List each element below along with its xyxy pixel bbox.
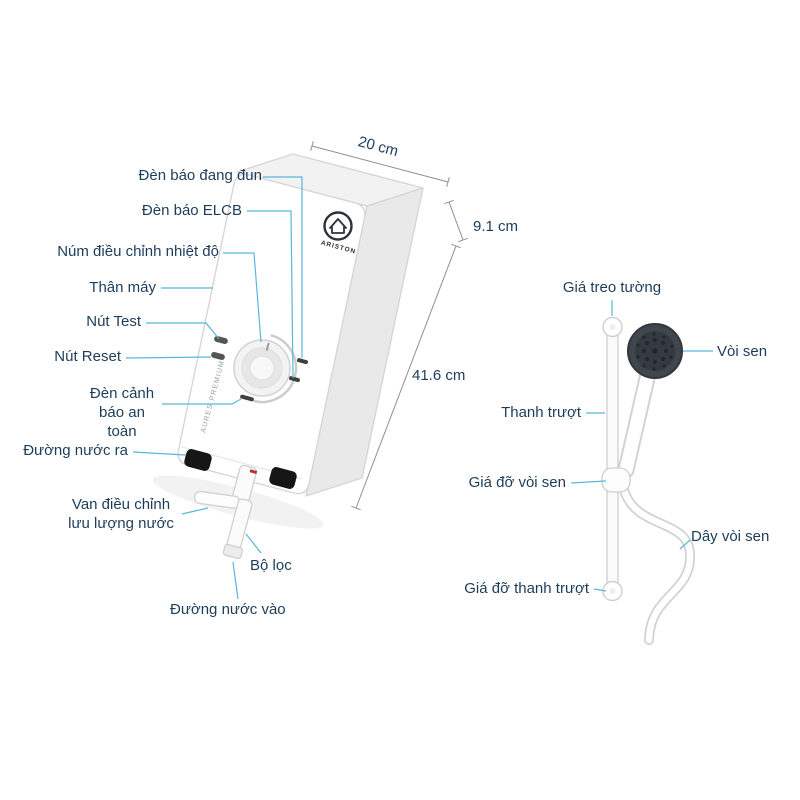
shower-hose <box>620 486 694 644</box>
label-filter: Bộ lọc <box>250 557 292 574</box>
valve-red-mark <box>249 469 258 474</box>
label-shower-head: Vòi sen <box>717 343 768 360</box>
label-slide-bar: Thanh trượt <box>501 404 581 421</box>
heater-front-panel <box>177 173 366 495</box>
slide-bar <box>606 319 619 597</box>
water-heater-illustration: ARISTON AURES PREMIUM <box>177 153 424 560</box>
shower-head <box>627 323 683 379</box>
dim-height-label: 41.6 cm <box>412 367 465 384</box>
label-water-inlet: Đường nước vào <box>170 601 286 618</box>
safety-warning-light <box>240 394 254 402</box>
ariston-logo-icon <box>323 211 353 241</box>
label-water-outlet: Đường nước ra <box>23 442 128 459</box>
leader-lines <box>125 176 713 600</box>
shower-assembly <box>601 316 696 645</box>
flow-valve <box>193 464 258 509</box>
label-bar-holder: Giá đỡ thanh trượt <box>464 580 589 597</box>
dim-width-label: 20 cm <box>356 133 400 160</box>
label-test-button: Nút Test <box>86 313 141 330</box>
label-body: Thân máy <box>89 279 156 296</box>
dimension-line-41-6cm: 41.6 cm <box>351 243 465 511</box>
water-inlet-connector <box>269 467 297 489</box>
label-flow-valve: Van điều chỉnh lưu lượng nước <box>68 496 174 532</box>
label-safety-warning: Đèn cảnh báo an toàn <box>89 385 155 440</box>
label-heating-indicator: Đèn báo đang đun <box>138 167 262 184</box>
water-inlet-pipe <box>222 498 253 560</box>
label-head-holder: Giá đỡ vòi sen <box>468 474 566 491</box>
label-reset-button: Nút Reset <box>54 348 121 365</box>
dimension-line-9-1cm: 9.1 cm <box>444 199 518 243</box>
inlet-cap <box>222 543 243 560</box>
temperature-knob <box>233 333 298 404</box>
label-shower-hose: Dây vòi sen <box>691 528 770 545</box>
label-wall-mount: Giá treo tường <box>562 279 662 296</box>
label-elcb-indicator: Đèn báo ELCB <box>141 202 242 219</box>
elcb-indicator-light <box>288 376 300 383</box>
dim-depth-label: 9.1 cm <box>473 218 518 235</box>
label-temperature-knob: Núm điều chỉnh nhiệt độ <box>57 243 219 260</box>
water-outlet-connector <box>184 449 212 471</box>
reset-button <box>211 351 225 361</box>
head-holder <box>601 467 631 493</box>
heating-indicator-light <box>296 358 308 365</box>
shower-handle <box>619 367 655 477</box>
